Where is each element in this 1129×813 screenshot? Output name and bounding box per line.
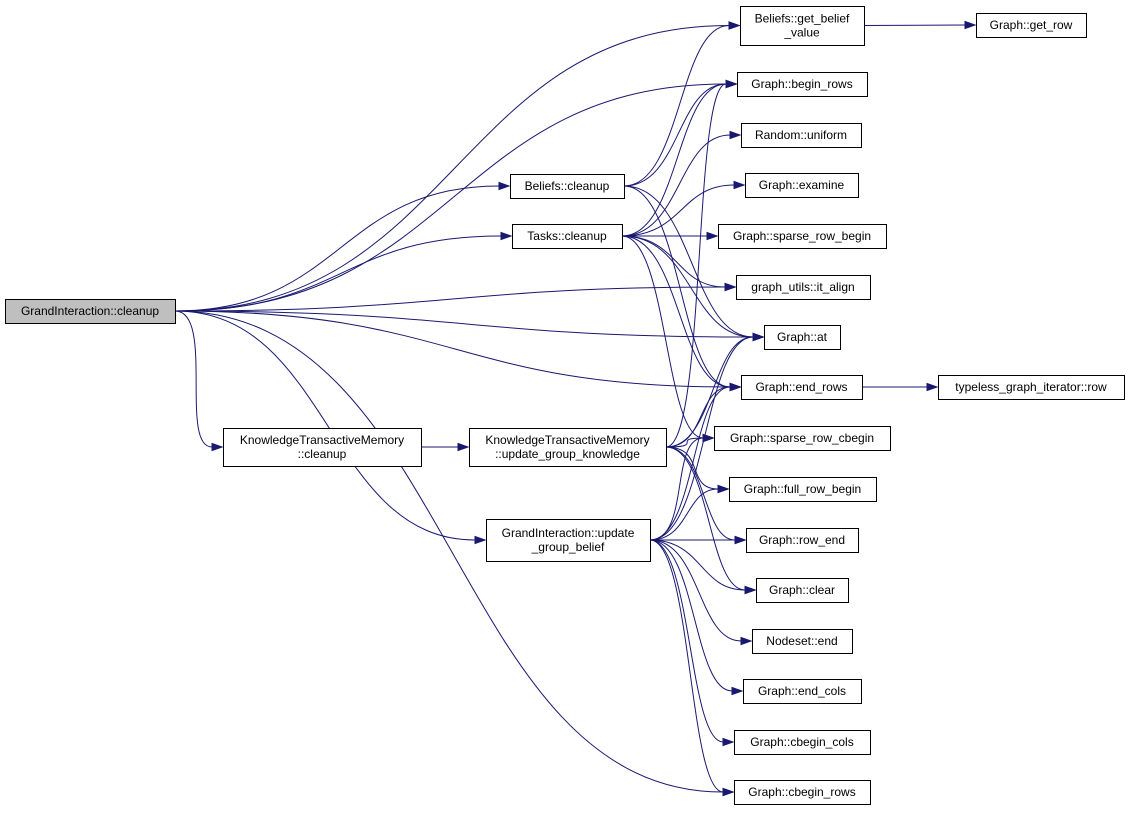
node-gi-update[interactable]: GrandInteraction::update_group_belief [486, 519, 651, 562]
edge-tasks_cleanup-to-begin_rows [621, 79, 738, 237]
edge-tasks_cleanup-to-uniform [621, 130, 742, 237]
node-label: Random::uniform [755, 128, 847, 142]
node-label: ::update_group_knowledge [495, 447, 640, 461]
node-ktm-cleanup[interactable]: KnowledgeTransactiveMemory::cleanup [223, 428, 422, 467]
node-end-rows[interactable]: Graph::end_rows [741, 375, 863, 400]
node-get-row[interactable]: Graph::get_row [976, 13, 1087, 38]
node-label: Beliefs::get_belief [755, 12, 850, 26]
nodes-layer: GrandInteraction::cleanup Beliefs::cleanu… [5, 6, 1125, 805]
edge-ktm_update-to-clear [665, 446, 757, 595]
edge-gi_cleanup-to-gi_update [174, 310, 487, 545]
node-clear[interactable]: Graph::clear [756, 578, 849, 603]
node-uniform[interactable]: Random::uniform [741, 123, 862, 148]
node-label: Graph::sparse_row_begin [733, 229, 871, 243]
node-label: Graph::full_row_begin [744, 482, 861, 496]
node-label: Beliefs::cleanup [525, 179, 610, 193]
node-label: _group_belief [531, 540, 605, 554]
edge-ktm_update-to-begin_rows [665, 79, 738, 448]
node-get-belief[interactable]: Beliefs::get_belief_value [740, 6, 865, 46]
node-sparse-row-cbegin[interactable]: Graph::sparse_row_cbegin [714, 426, 891, 451]
edge-tasks_cleanup-to-sparse_row_begin [622, 231, 719, 241]
edge-gi_update-to-clear [649, 539, 757, 595]
node-tasks-cleanup[interactable]: Tasks::cleanup [512, 224, 623, 249]
node-label: Graph::sparse_row_cbegin [730, 431, 874, 445]
node-label: Graph::row_end [759, 533, 845, 547]
node-label: Graph::begin_rows [751, 77, 852, 91]
node-label: typeless_graph_iterator::row [955, 380, 1107, 394]
edge-get_belief-to-get_row [863, 20, 977, 30]
edge-gi_cleanup-to-beliefs_cleanup [174, 181, 511, 312]
edge-gi_update-to-nodeset_end [649, 539, 753, 646]
node-label: Graph::examine [759, 178, 845, 192]
edge-beliefs_cleanup-to-get_belief [623, 21, 741, 187]
node-label: KnowledgeTransactiveMemory [240, 433, 404, 447]
edge-gi_update-to-row_end [650, 535, 747, 545]
node-label: GrandInteraction::cleanup [21, 304, 159, 318]
edge-gi_update-to-full_row_begin [649, 484, 730, 541]
node-full-row-begin[interactable]: Graph::full_row_begin [729, 477, 877, 502]
edge-gi_update-to-cbegin_rows [649, 539, 735, 797]
node-nodeset-end[interactable]: Nodeset::end [752, 629, 853, 654]
node-label: Graph::end_rows [755, 380, 847, 394]
node-label: GrandInteraction::update [502, 526, 635, 540]
node-examine[interactable]: Graph::examine [745, 173, 859, 198]
node-begin-rows[interactable]: Graph::begin_rows [737, 72, 868, 97]
node-beliefs-cleanup[interactable]: Beliefs::cleanup [510, 174, 625, 199]
edge-gi_cleanup-to-ktm_cleanup [174, 310, 224, 452]
node-label: Tasks::cleanup [527, 229, 607, 243]
edge-tasks_cleanup-to-sparse_row_cbegin [621, 235, 715, 443]
node-row-end[interactable]: Graph::row_end [746, 528, 859, 553]
node-ktm-update[interactable]: KnowledgeTransactiveMemory::update_group… [469, 428, 667, 467]
node-gi-cleanup[interactable]: GrandInteraction::cleanup [5, 299, 176, 324]
node-label: Nodeset::end [766, 634, 837, 648]
node-label: graph_utils::it_align [751, 280, 854, 294]
edge-ktm_cleanup-to-ktm_update [421, 442, 470, 452]
edge-tasks_cleanup-to-examine [621, 180, 746, 237]
node-label: _value [783, 26, 820, 40]
node-at[interactable]: Graph::at [764, 325, 841, 350]
node-cbegin-cols[interactable]: Graph::cbegin_cols [734, 730, 871, 755]
node-end-cols[interactable]: Graph::end_cols [743, 679, 862, 704]
edge-beliefs_cleanup-to-at [623, 185, 765, 342]
node-label: Graph::cbegin_rows [748, 785, 855, 799]
node-label: Graph::end_cols [758, 684, 846, 698]
edge-beliefs_cleanup-to-begin_rows [623, 79, 738, 187]
edge-gi_update-to-end_cols [649, 539, 744, 696]
node-sparse-row-begin[interactable]: Graph::sparse_row_begin [718, 224, 887, 249]
edge-gi_cleanup-to-at [174, 310, 765, 342]
edge-end_rows-to-typeless_row [861, 382, 939, 392]
node-label: Graph::get_row [990, 18, 1073, 32]
node-it-align[interactable]: graph_utils::it_align [736, 275, 871, 300]
node-label: Graph::at [777, 330, 828, 344]
edge-gi_update-to-cbegin_cols [649, 539, 735, 747]
node-typeless-row[interactable]: typeless_graph_iterator::row [938, 375, 1125, 400]
node-cbegin-rows[interactable]: Graph::cbegin_rows [734, 780, 871, 805]
edge-gi_update-to-sparse_row_cbegin [649, 433, 715, 541]
edges-layer [174, 20, 977, 797]
edge-gi_cleanup-to-tasks_cleanup [174, 231, 513, 312]
node-label: KnowledgeTransactiveMemory [485, 433, 649, 447]
node-label: Graph::clear [769, 583, 835, 597]
node-label: Graph::cbegin_cols [750, 735, 853, 749]
node-label: ::cleanup [298, 447, 347, 461]
